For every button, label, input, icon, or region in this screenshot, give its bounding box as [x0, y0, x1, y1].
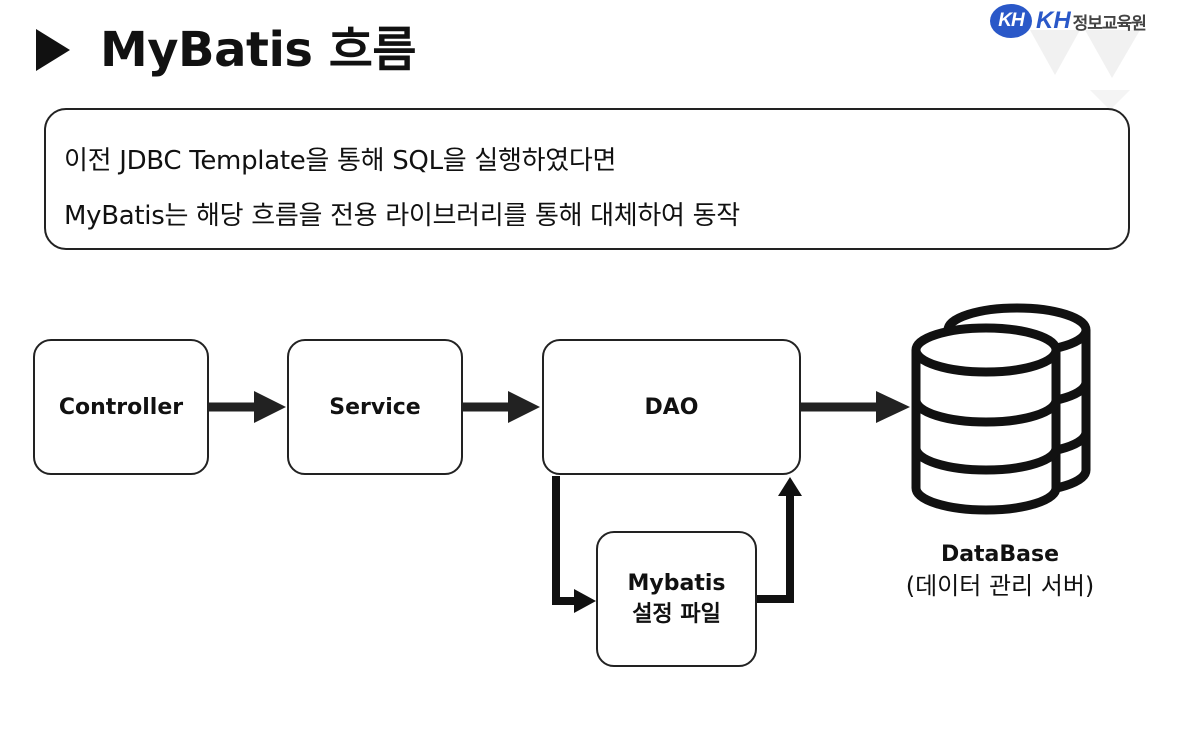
dao-label: DAO: [644, 394, 699, 420]
arrow-controller-to-service: [209, 391, 286, 423]
kh-logo-text: KH: [1036, 7, 1071, 34]
intro-line-1: 이전 JDBC Template을 통해 SQL을 실행하였다면: [64, 146, 617, 176]
service-box: Service: [287, 339, 463, 475]
mybatis-config-label-line1: Mybatis: [627, 571, 726, 596]
kh-logo-org-name: 정보교육원: [1072, 13, 1147, 34]
title-row: MyBatis 흐름: [36, 18, 417, 82]
arrow-dao-to-config: [552, 476, 596, 613]
kh-logo: KH KH 정보교육원: [990, 4, 1147, 38]
service-label: Service: [329, 394, 421, 420]
logo-decoration: [1030, 30, 1140, 110]
page-title: MyBatis 흐름: [100, 22, 417, 78]
database-label: DataBase (데이터 관리 서버): [880, 540, 1120, 602]
dao-box: DAO: [542, 339, 801, 475]
intro-box: 이전 JDBC Template을 통해 SQL을 실행하였다면 MyBatis…: [44, 108, 1130, 250]
mybatis-config-box: Mybatis 설정 파일: [596, 531, 757, 667]
title-arrow-icon: [36, 29, 70, 71]
arrow-service-to-dao: [463, 391, 540, 423]
intro-line-2: MyBatis는 해당 흐름을 전용 라이브러리를 통해 대체하여 동작: [64, 201, 740, 231]
database-icon: [911, 303, 1091, 515]
controller-label: Controller: [58, 394, 184, 420]
database-name: DataBase: [940, 542, 1060, 567]
arrow-dao-to-database: [801, 391, 910, 423]
arrow-config-to-dao: [757, 477, 802, 603]
kh-logo-mark-icon: KH: [990, 4, 1032, 38]
database-description: (데이터 관리 서버): [905, 572, 1095, 600]
mybatis-config-label-line2: 설정 파일: [632, 602, 721, 627]
controller-box: Controller: [33, 339, 209, 475]
